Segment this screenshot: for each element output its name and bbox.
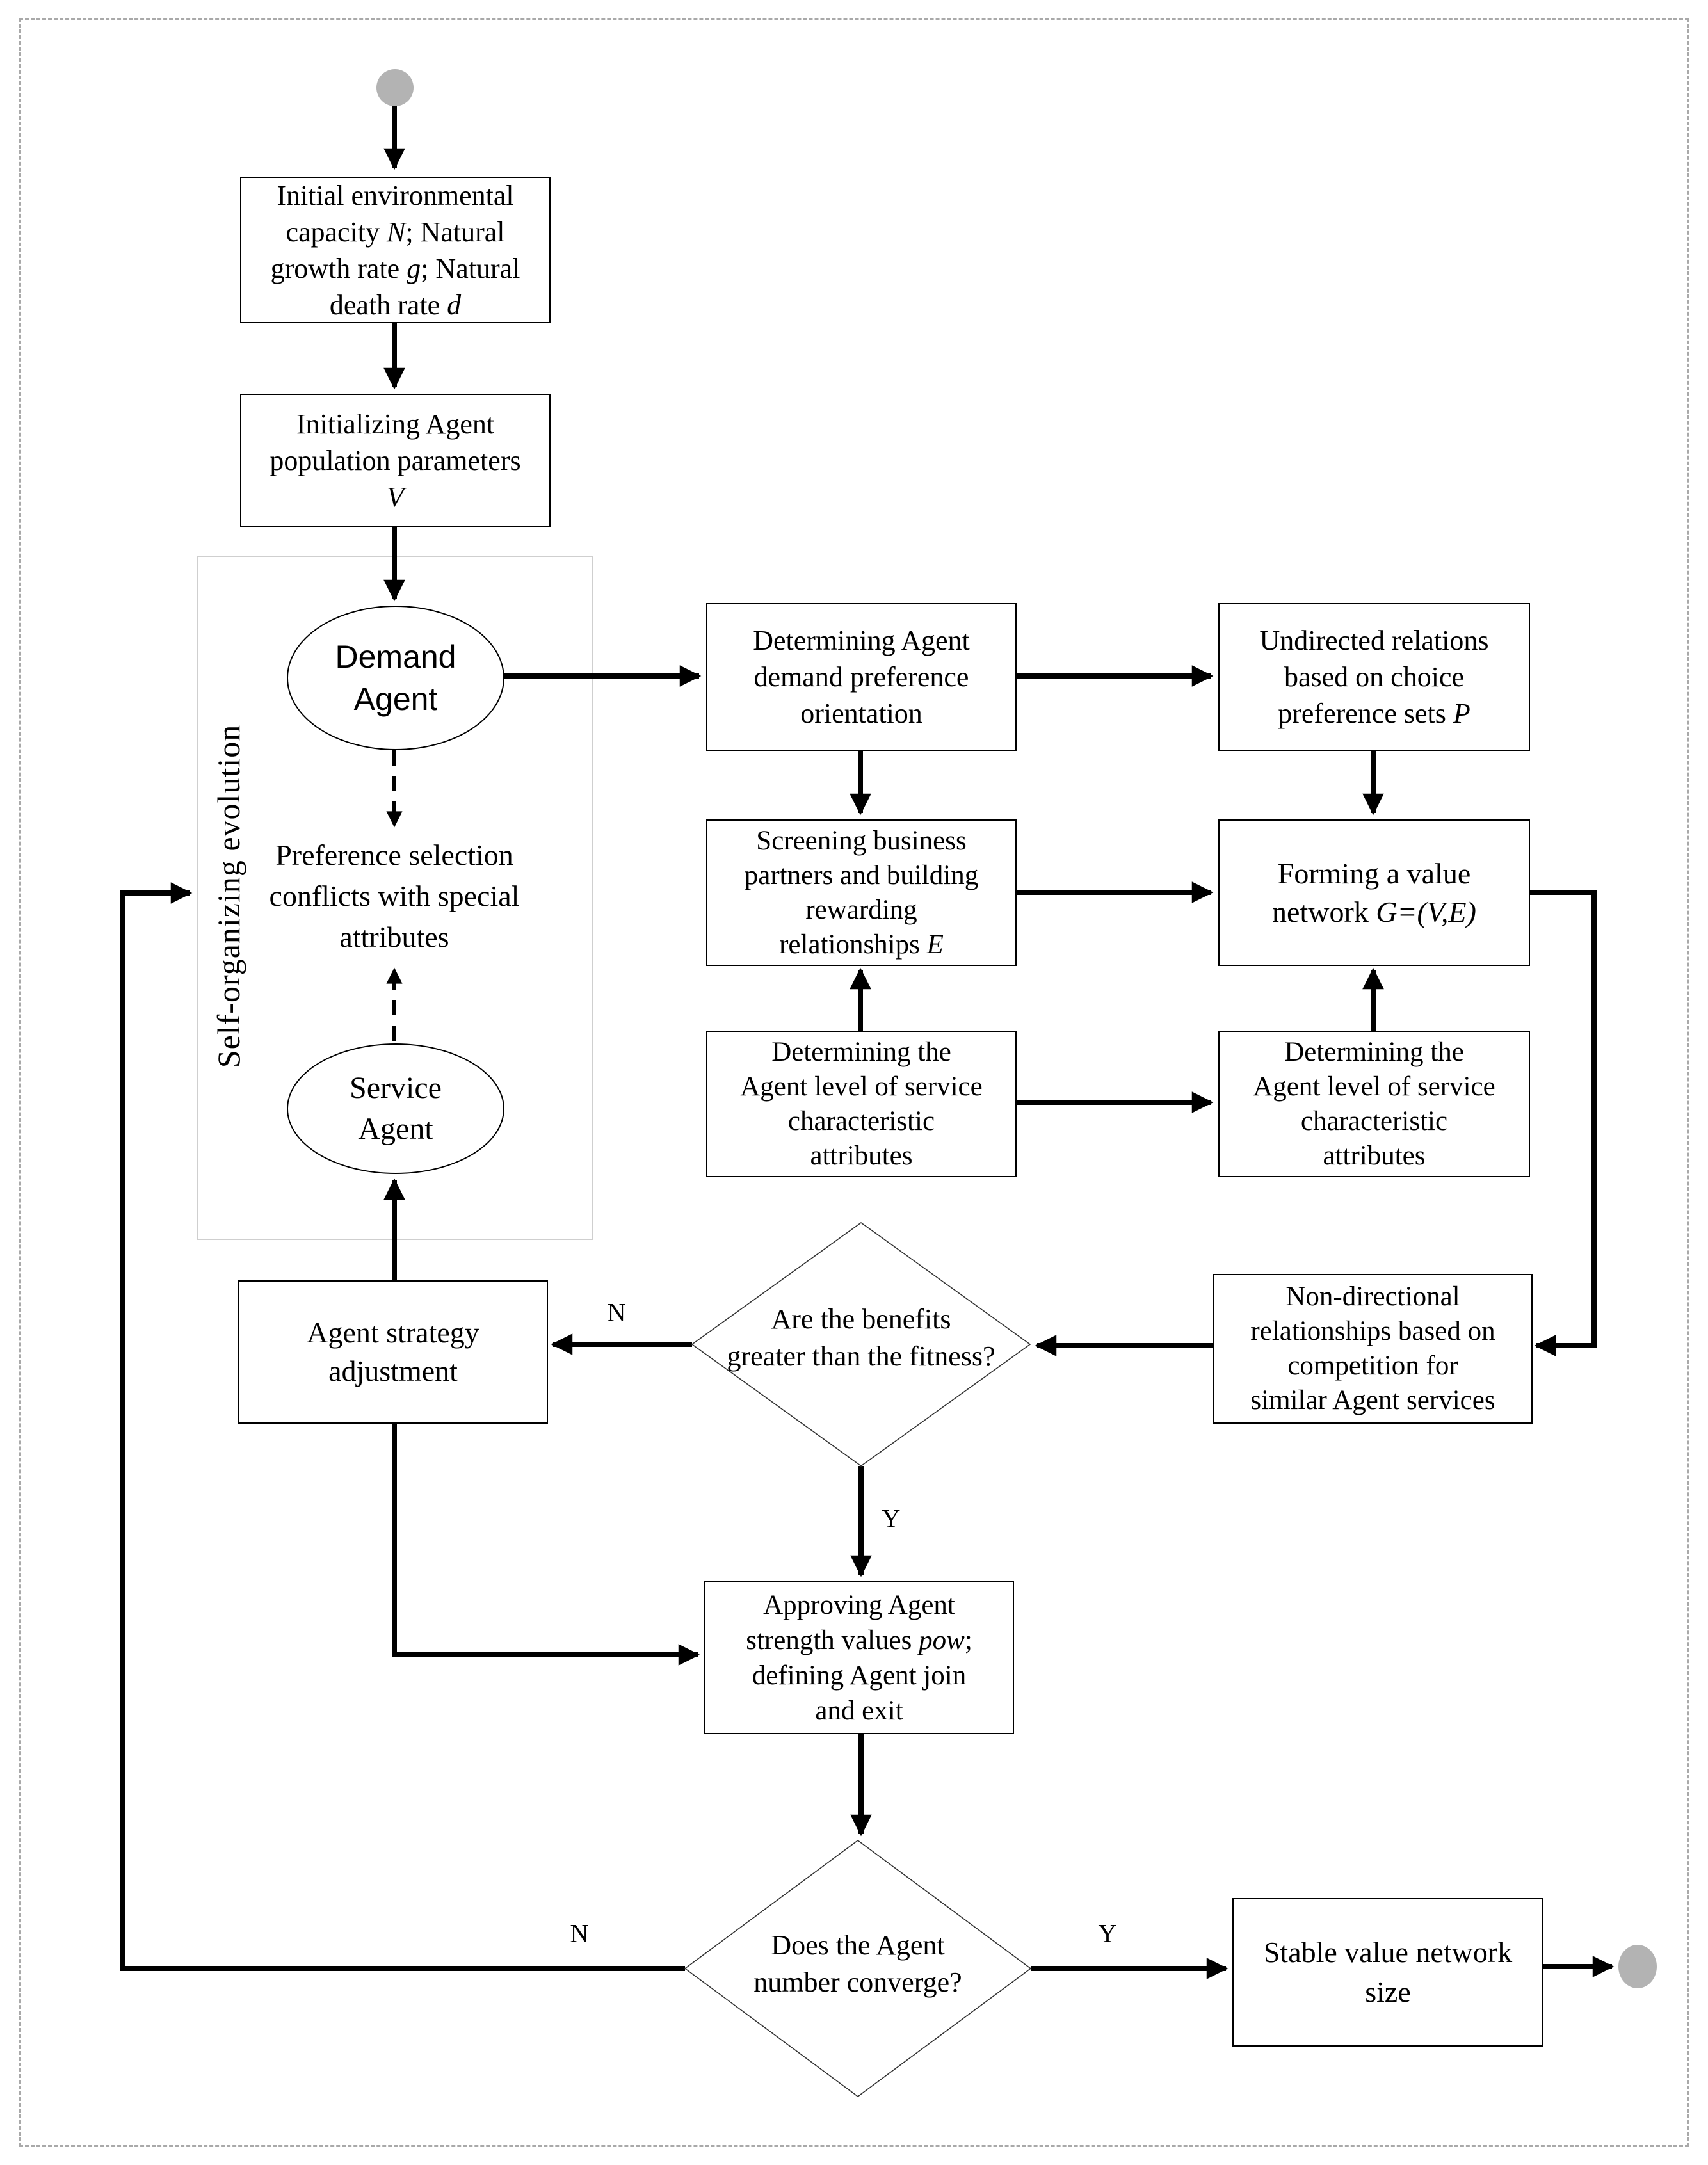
box-text: Non-directional — [1285, 1282, 1460, 1312]
box-text: rewarding — [805, 894, 917, 925]
label-n-benefits: N — [607, 1298, 626, 1327]
demand-agent-ellipse: Demand Agent — [287, 606, 504, 750]
converge-decision-text: Does the Agent number converge? — [753, 1927, 962, 2001]
box-text: Agent level of service — [1253, 1071, 1495, 1102]
box-text: partners and building — [744, 860, 979, 890]
box-text: Agent level of service — [740, 1071, 983, 1102]
approving-strength-box: Approving Agent strength values pow; def… — [704, 1581, 1014, 1734]
box-text: strength values pow; — [746, 1625, 972, 1655]
stable-network-box: Stable value network size — [1232, 1898, 1543, 2047]
diamond-text: Are the benefits — [771, 1303, 951, 1335]
box-text: characteristic — [1300, 1106, 1448, 1136]
box-text: Undirected relations — [1259, 625, 1489, 656]
service-attributes-box-mid: Determining the Agent level of service c… — [706, 1031, 1017, 1177]
ellipse-text: Agent — [358, 1112, 433, 1146]
initial-params-box: Initial environmental capacity N; Natura… — [240, 177, 551, 323]
box-text: Initial environmental — [277, 179, 514, 211]
forming-network-box: Forming a value network G=(V,E) — [1218, 819, 1530, 966]
box-text: Screening business — [756, 825, 967, 856]
screening-partners-box: Screening business partners and building… — [706, 819, 1017, 966]
diamond-text: number converge? — [753, 1967, 962, 1998]
preference-conflict-text: Preference selection conflicts with spec… — [211, 832, 577, 960]
label-n-converge: N — [570, 1919, 589, 1948]
diamond-text: Does the Agent — [771, 1929, 945, 1961]
agent-strategy-box: Agent strategy adjustment — [238, 1280, 548, 1424]
box-text: preference sets P — [1278, 698, 1470, 729]
diamond-text: greater than the fitness? — [727, 1340, 995, 1372]
determine-preference-box: Determining Agent demand preference orie… — [706, 603, 1017, 751]
init-population-box: Initializing Agent population parameters… — [240, 394, 551, 527]
box-text: orientation — [800, 698, 922, 729]
box-text: demand preference — [753, 661, 969, 693]
box-text: based on choice — [1284, 661, 1464, 693]
box-text: Determining Agent — [753, 625, 970, 656]
edge-converge-n-feedback — [120, 882, 685, 1971]
box-text: competition for — [1287, 1351, 1458, 1381]
box-text: V — [387, 481, 404, 513]
box-text: similar Agent services — [1250, 1385, 1495, 1415]
box-text: capacity N; Natural — [286, 216, 505, 248]
box-text: size — [1365, 1976, 1411, 2008]
text-line: Preference selection — [275, 839, 513, 871]
box-text: Stable value network — [1263, 1936, 1513, 1968]
non-directional-box: Non-directional relationships based on c… — [1213, 1274, 1533, 1424]
benefits-decision-diamond — [691, 1222, 1031, 1467]
edge-strategy-to-approving — [392, 1421, 700, 1666]
box-text: attributes — [810, 1140, 913, 1171]
box-text: Determining the — [771, 1036, 951, 1067]
box-text: attributes — [1323, 1140, 1426, 1171]
ellipse-text: Service — [350, 1071, 442, 1105]
end-terminal — [1618, 1945, 1657, 1988]
undirected-relations-box: Undirected relations based on choice pre… — [1218, 603, 1530, 751]
text-line: conflicts with special — [269, 880, 520, 912]
box-text: Approving Agent — [763, 1590, 955, 1620]
ellipse-text: Agent — [353, 681, 438, 717]
box-text: network G=(V,E) — [1272, 895, 1476, 928]
converge-decision-diamond — [684, 1840, 1032, 2097]
start-terminal — [376, 69, 414, 106]
box-text: adjustment — [328, 1355, 458, 1387]
box-text: relationships E — [779, 929, 944, 960]
benefits-decision-text: Are the benefits greater than the fitnes… — [727, 1301, 995, 1375]
box-text: growth rate g; Natural — [270, 252, 520, 284]
service-agent-ellipse: Service Agent — [287, 1043, 504, 1174]
text-line: attributes — [339, 921, 449, 953]
edge-forming-to-nondirectional — [1527, 890, 1597, 1356]
label-y-benefits: Y — [882, 1504, 901, 1533]
box-text: Initializing Agent — [296, 408, 495, 440]
box-text: death rate d — [329, 289, 462, 321]
service-attributes-box-right: Determining the Agent level of service c… — [1218, 1031, 1530, 1177]
box-text: defining Agent join — [752, 1660, 967, 1691]
box-text: and exit — [815, 1695, 903, 1726]
box-text: Agent strategy — [307, 1316, 479, 1349]
box-text: Forming a value — [1277, 857, 1471, 890]
box-text: relationships based on — [1250, 1316, 1495, 1346]
box-text: population parameters — [270, 445, 521, 476]
box-text: characteristic — [787, 1106, 935, 1136]
ellipse-text: Demand — [335, 639, 456, 675]
box-text: Determining the — [1284, 1036, 1464, 1067]
label-y-converge: Y — [1098, 1919, 1117, 1948]
